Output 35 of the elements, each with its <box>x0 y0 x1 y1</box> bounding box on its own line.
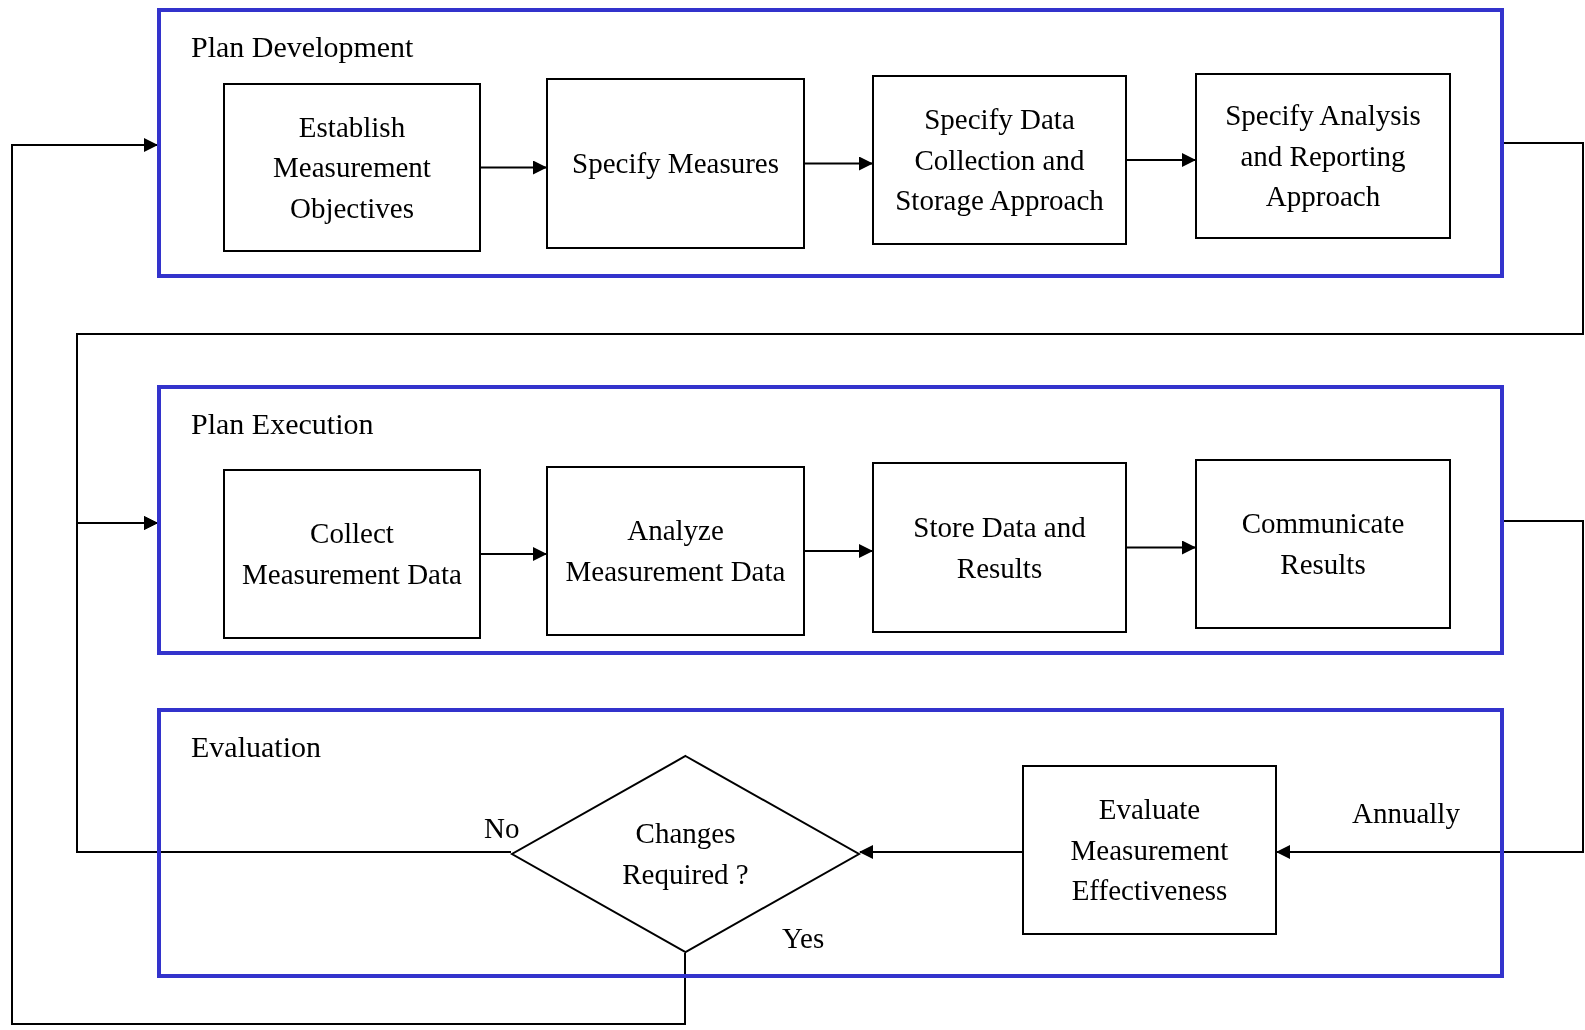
process-box <box>872 462 1127 633</box>
process-text: Collect Measurement Data <box>241 516 463 592</box>
group-title: Evaluation <box>191 730 321 764</box>
process-box <box>1022 765 1277 935</box>
arrow <box>804 156 873 171</box>
process-box <box>546 78 805 249</box>
arrow <box>76 516 512 853</box>
arrow <box>859 845 1023 859</box>
process-text: Specify Analysis and Reporting Approach <box>1224 98 1422 215</box>
arrow <box>11 138 686 1025</box>
process-box <box>872 75 1127 245</box>
process-box <box>223 469 481 639</box>
arrow <box>804 544 873 558</box>
group-frame <box>157 385 1504 655</box>
process-text: Establish Measurement Objectives <box>272 109 432 226</box>
process-text: Evaluate Measurement Effectiveness <box>1069 792 1230 909</box>
arrow <box>1276 520 1584 859</box>
process-box <box>1195 73 1451 239</box>
process-box <box>546 466 805 636</box>
process-text: Specify Data Collection and Storage Approach <box>894 102 1105 219</box>
process-text: Communicate Results <box>1240 506 1406 582</box>
arrow <box>1126 153 1196 167</box>
decision-text: Changes Required ? <box>621 816 750 892</box>
group-title: Plan Development <box>191 30 414 64</box>
group-frame <box>157 8 1504 278</box>
process-box <box>223 83 481 252</box>
group-frame <box>157 708 1504 978</box>
arrow <box>480 547 547 561</box>
group-title: Plan Execution <box>191 407 374 441</box>
process-text: Specify Measures <box>572 146 779 182</box>
process-text: Store Data and Results <box>912 509 1087 586</box>
arrow <box>1126 540 1196 555</box>
process-text: Analyze Measurement Data <box>564 513 787 589</box>
arrow <box>480 160 547 175</box>
process-box <box>1195 459 1451 629</box>
